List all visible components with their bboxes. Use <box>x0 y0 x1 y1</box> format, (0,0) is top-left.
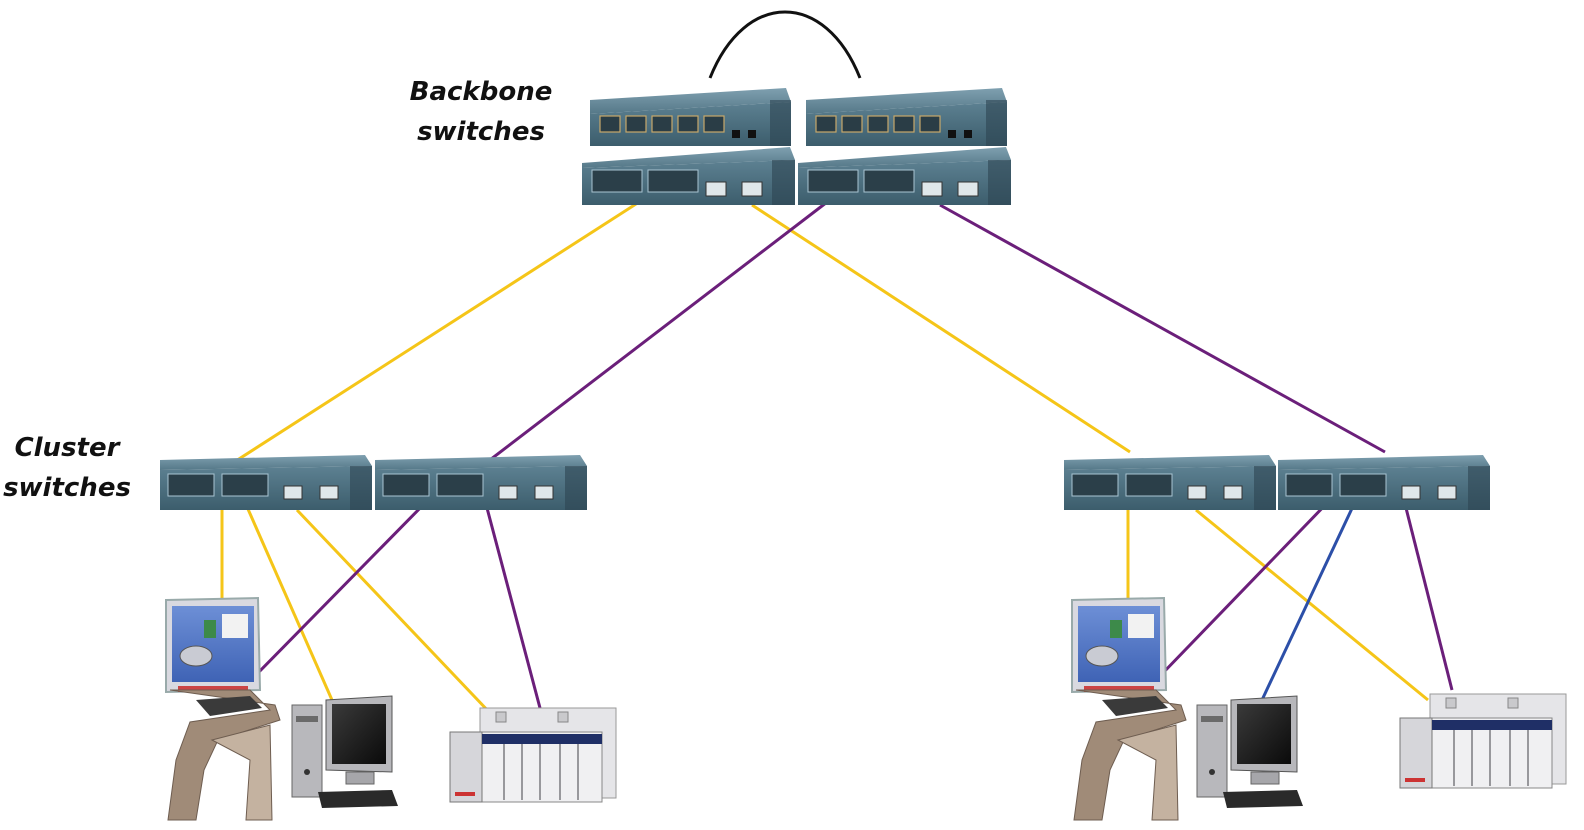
cluster-switch-1 <box>160 455 372 510</box>
hmi-console-left <box>165 596 281 821</box>
link-purple-bb-right-to-cluster-2 <box>481 194 836 468</box>
backbone-switch-right <box>797 87 1012 206</box>
backbone-switch-left <box>582 88 795 205</box>
plc-rack-left <box>449 707 617 803</box>
link-yellow-bb-left-to-cluster-1 <box>227 193 651 468</box>
cluster-label-line1: Cluster <box>14 433 120 463</box>
cluster-switch-2 <box>374 454 588 511</box>
hmi-console-right <box>1071 597 1187 821</box>
link-yellow-c1-to-plc-left <box>295 508 494 717</box>
cluster-switch-3 <box>1063 454 1277 511</box>
cluster-switch-4 <box>1277 454 1491 511</box>
links <box>220 10 1454 717</box>
link-purple-c2-to-plc-left <box>485 507 542 709</box>
cluster-label-line2: switches <box>3 473 131 503</box>
plc-rack-right <box>1399 693 1567 789</box>
backbone-label-line1: Backbone <box>409 77 553 107</box>
link-yellow-c1-to-pc-left <box>242 499 334 701</box>
link-purple-c4-to-plc-right <box>1404 507 1454 691</box>
backbone-label-line2: switches <box>417 117 545 147</box>
link-blue-c4-to-pc-right <box>1260 501 1357 701</box>
link-yellow-bb-left-to-cluster-3 <box>751 203 1131 454</box>
link-yellow-c3-to-plc-right <box>1195 508 1429 702</box>
workstation-right <box>1196 695 1304 809</box>
link-purple-c4-to-hmi-right <box>1158 498 1332 678</box>
cluster-switches-label: Cluster switches <box>0 428 134 508</box>
backbone-switches-label: Backbone switches <box>396 72 566 152</box>
workstation-left <box>291 695 398 808</box>
link-purple-bb-right-to-cluster-4 <box>939 203 1386 454</box>
backbone-interlink-cable <box>708 10 862 79</box>
link-purple-c2-to-hmi-left <box>253 498 430 678</box>
